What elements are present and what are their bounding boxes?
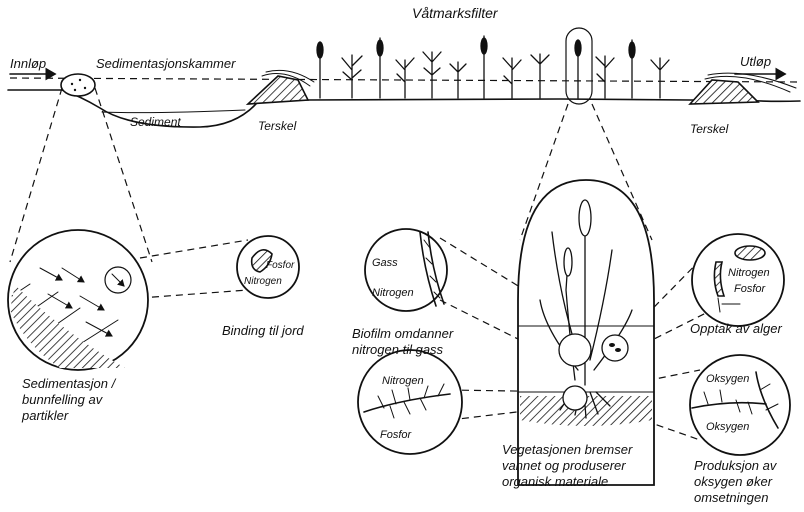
plant-highlight	[566, 28, 592, 104]
vegetation-label-1: Vegetasjonen bremser	[502, 442, 633, 457]
vegetation-label-3: organisk materiale	[502, 474, 608, 489]
weir-left	[248, 76, 308, 104]
vegetation-label-2: vannet og produserer	[502, 458, 626, 473]
algae-fosfor-label: Fosfor	[734, 283, 767, 295]
binding-fosfor-label: Fosfor	[266, 260, 295, 271]
roots-fosfor-label: Fosfor	[380, 429, 413, 441]
chamber-label: Sedimentasjonskammer	[96, 56, 236, 71]
oxygen-bottom-label: Oksygen	[706, 421, 749, 433]
algae-uptake-label: Opptak av alger	[690, 321, 782, 336]
title-label: Våtmarksfilter	[412, 5, 499, 21]
binding-nitrogen-label: Nitrogen	[244, 276, 282, 287]
biofilm-label-2: nitrogen til gass	[352, 342, 444, 357]
biofilm-nitrogen-label: Nitrogen	[372, 287, 414, 299]
algae-detail	[692, 234, 784, 326]
sedimentation-detail	[8, 230, 148, 370]
roots-nitrogen-label: Nitrogen	[382, 375, 424, 387]
inlet-label: Innløp	[10, 56, 46, 71]
ground-line	[8, 90, 800, 127]
oxygen-detail	[690, 355, 790, 455]
wetland-plants	[317, 36, 669, 98]
biofilm-label-1: Biofilm omdanner	[352, 326, 454, 341]
oxygen-top-label: Oksygen	[706, 373, 749, 385]
cross-section	[8, 28, 800, 127]
sediment-label: Sediment	[130, 115, 181, 129]
weir-left-label: Terskel	[258, 119, 297, 133]
binding-label: Binding til jord	[222, 323, 304, 338]
oxygen-label-2: oksygen øker	[694, 474, 773, 489]
outlet-label: Utløp	[740, 54, 771, 69]
plant-capsule	[518, 180, 654, 485]
weir-right-label: Terskel	[690, 122, 729, 136]
sediment-surface	[102, 110, 245, 113]
oxygen-label-3: omsetningen	[694, 490, 768, 505]
oxygen-label-1: Produksjon av	[694, 458, 778, 473]
sedimentation-label-3: partikler	[21, 408, 69, 423]
inlet-stone	[61, 74, 95, 96]
sedimentation-label-2: bunnfelling av	[22, 392, 104, 407]
gass-label: Gass	[372, 257, 398, 269]
sedimentation-label-1: Sedimentasjon /	[22, 376, 117, 391]
weir-right	[690, 80, 758, 104]
algae-nitrogen-label: Nitrogen	[728, 267, 770, 279]
